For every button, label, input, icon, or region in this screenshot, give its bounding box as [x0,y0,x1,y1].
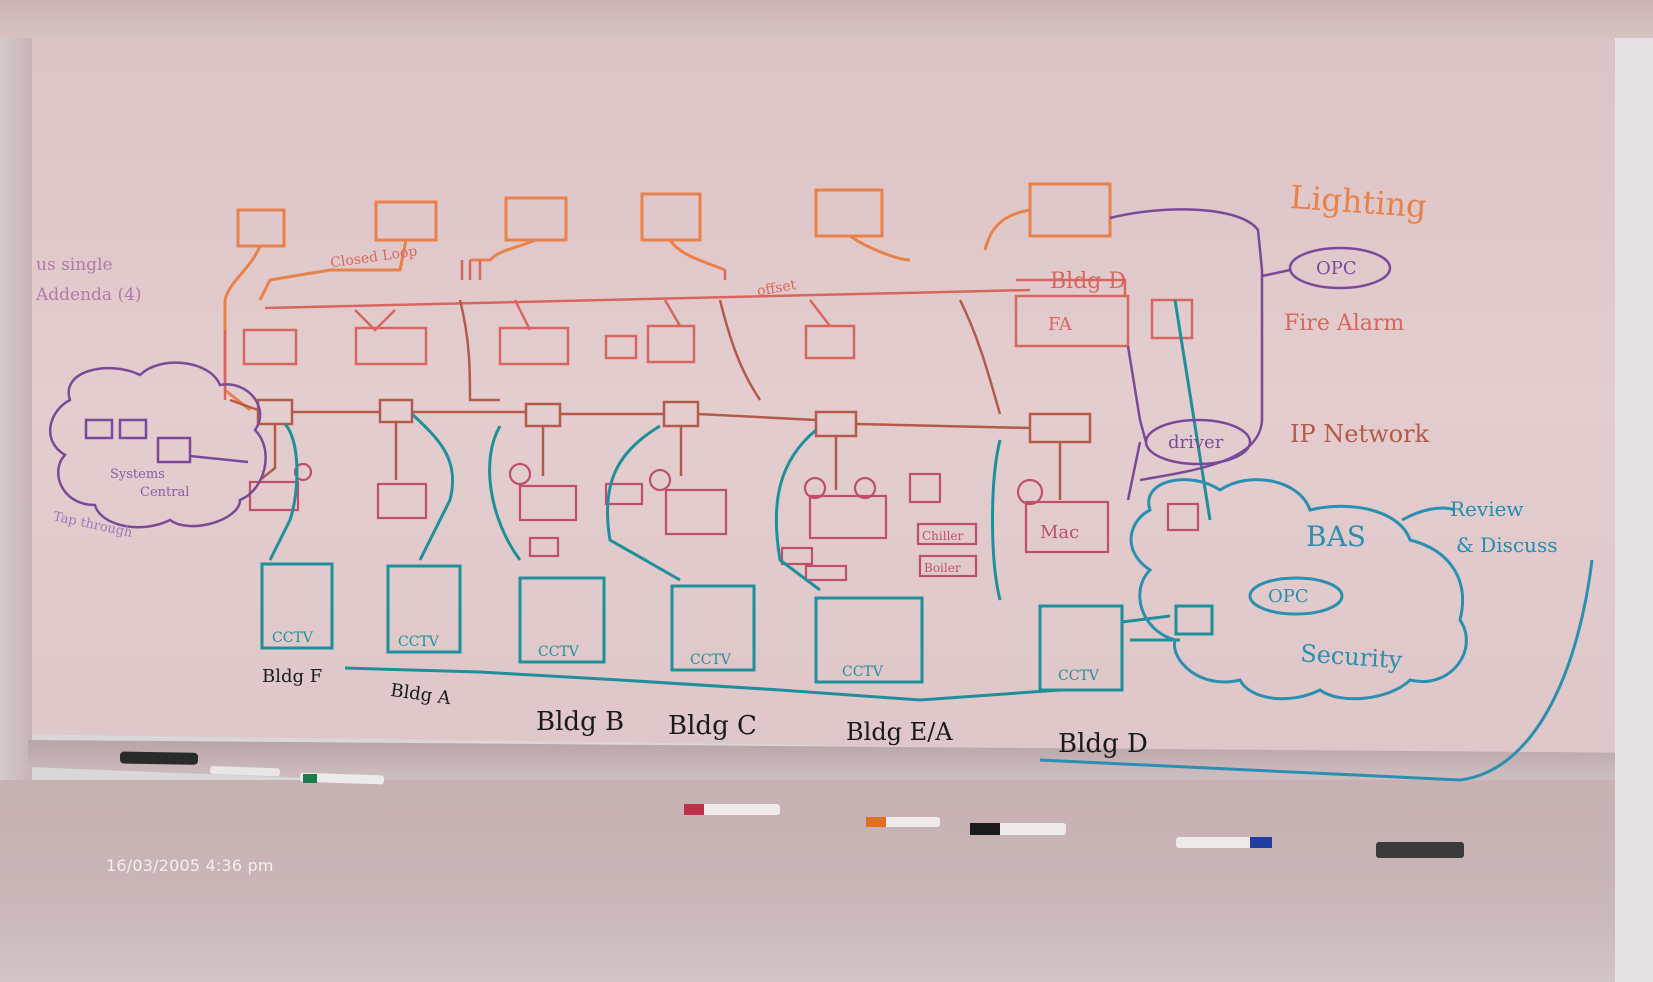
label-offset: offset [756,277,798,300]
label-opc-bottom: OPC [1268,586,1309,607]
bldg-label-ea: Bldg E/A [846,718,953,746]
label-chiller: Chiller [922,529,964,543]
label-mac-box: Mac [1040,522,1079,543]
bldg-label-a: Bldg A [389,680,453,709]
cctv-label-b: CCTV [538,644,580,660]
label-left-bottom: Tap through [52,509,135,541]
markers [119,751,1464,858]
label-left-note-1: us single [36,255,113,275]
label-left-cloud-1: Systems [110,467,165,482]
equipment-layer [248,462,1200,582]
wall-top [0,0,1653,40]
label-opc-top: OPC [1316,258,1357,279]
cctv-label-a: CCTV [398,634,440,650]
cctv-label-d: CCTV [1058,668,1100,684]
label-security: Security [1299,639,1403,674]
bldg-label-c: Bldg C [668,711,757,741]
label-discuss: & Discuss [1456,533,1557,557]
cctv-label-c: CCTV [690,652,732,668]
label-driver: driver [1168,432,1224,453]
label-bas: BAS [1306,520,1366,553]
right-frame [1615,38,1653,982]
ip-network-layer [229,299,1092,500]
whiteboard [32,38,1618,756]
label-boiler: Boiler [924,561,961,575]
label-closed-loop: Closed Loop [329,243,418,271]
label-review: Review [1450,497,1524,521]
label-fa-box: FA [1048,314,1073,335]
cctv-label-f: CCTV [272,630,314,646]
cctv-label-ea: CCTV [842,664,884,680]
labels: Lighting OPC Fire Alarm IP Network drive… [35,178,1557,759]
bldg-label-d: Bldg D [1058,729,1148,759]
purple-layer [48,208,1392,529]
label-ip-network: IP Network [1290,420,1430,448]
bldg-label-f: Bldg F [262,666,322,687]
fire-alarm-layer [223,260,1194,400]
bldg-label-b: Bldg B [536,707,624,737]
wall-bottom [0,780,1653,982]
label-bldg-d-top: Bldg D [1050,269,1126,294]
lighting-layer [223,182,1112,412]
label-lighting: Lighting [1289,178,1428,225]
label-fire-alarm: Fire Alarm [1284,311,1404,336]
label-left-note-2: Addenda (4) [35,285,142,305]
label-left-cloud-2: Central [140,485,189,500]
photo-timestamp: 16/03/2005 4:36 pm [106,856,274,875]
bas-cloud [1039,478,1594,782]
